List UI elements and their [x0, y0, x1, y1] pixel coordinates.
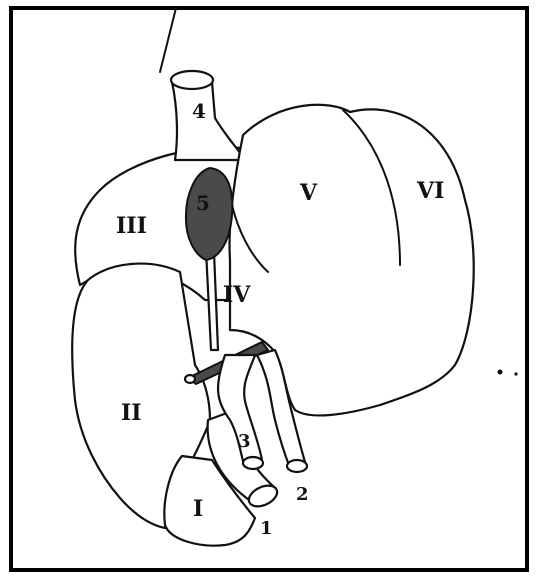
label-vessel-3: 3	[238, 431, 251, 452]
label-lobe-vi: VI	[416, 178, 444, 204]
label-lobe-v: V	[299, 180, 318, 206]
pointer-line	[160, 8, 176, 72]
stray-dot	[498, 370, 503, 375]
label-vessel-4: 4	[192, 99, 206, 123]
junction-cap	[185, 375, 195, 383]
label-lobe-i: I	[193, 496, 203, 522]
vessel-4	[172, 82, 245, 160]
vessel-4-opening	[171, 71, 213, 89]
vessel-3-opening	[243, 457, 263, 469]
label-lobe-iv: IV	[223, 282, 251, 308]
label-vessel-1: 1	[260, 518, 273, 539]
vessel-2-opening	[287, 460, 307, 472]
label-lobe-ii: II	[121, 400, 142, 426]
label-gallbladder-5: 5	[196, 191, 210, 215]
stray-dot	[514, 372, 517, 375]
label-vessel-2: 2	[296, 484, 309, 505]
label-lobe-iii: III	[116, 213, 147, 239]
